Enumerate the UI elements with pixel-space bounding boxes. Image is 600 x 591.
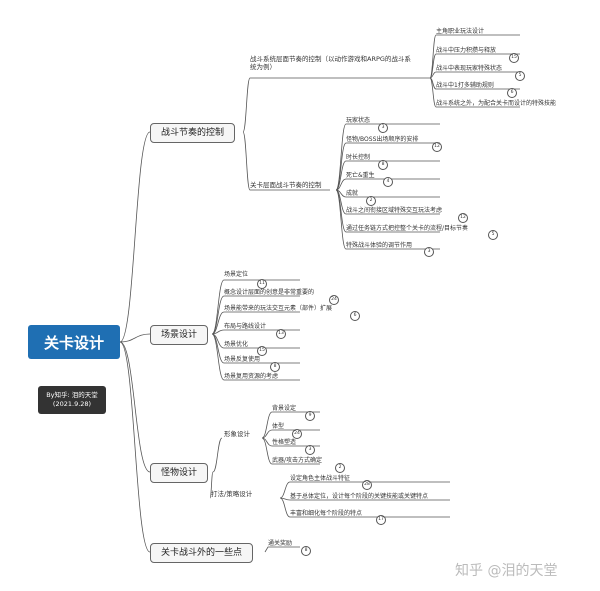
- author-line-2: (2021.9.28): [52, 400, 92, 408]
- author-line-1: By知乎: 泪的天堂: [46, 391, 98, 399]
- sub-label-line-1: 打法/策略设计: [211, 490, 253, 498]
- badge: 4: [383, 177, 393, 187]
- leaf-quest-chain-pacing[interactable]: 通过任务链方式把控整个关卡的流程/目标节奏: [346, 225, 469, 232]
- badge: 13: [276, 329, 286, 339]
- branch-label: 战斗节奏的控制: [161, 128, 225, 138]
- leaf-resource-reuse[interactable]: 场景复用资源的考虑: [224, 373, 279, 380]
- leaf-scene-reuse[interactable]: 场景反复使用: [224, 356, 261, 363]
- leaf-duration-control[interactable]: 时长控制: [346, 154, 371, 161]
- leaf-phase-details[interactable]: 丰富和细化每个阶段的特点: [290, 510, 363, 517]
- leaf-core-combat-traits[interactable]: 设定角色主体战斗特征: [290, 475, 351, 482]
- leaf-death-respawn[interactable]: 死亡&重生: [346, 172, 375, 179]
- sub-label-line-1: 形象设计: [224, 430, 250, 438]
- leaf-boss-order[interactable]: 怪物/BOSS出场顺序的安排: [346, 136, 419, 143]
- sub-level-rhythm[interactable]: 关卡层面战斗节奏的控制: [250, 181, 322, 189]
- root-node[interactable]: 关卡设计: [28, 325, 120, 359]
- badge: 5: [515, 71, 525, 81]
- leaf-personality[interactable]: 性格塑造: [272, 439, 297, 446]
- leaf-transition-area-play[interactable]: 战斗之间衔接区域特殊交互玩法考虑: [346, 207, 443, 214]
- leaf-interactive-elements[interactable]: 场景能带来的玩法交互元素（部件）扩展: [224, 305, 333, 312]
- badge: 9: [305, 411, 315, 421]
- sub-tactics-design[interactable]: 打法/策略设计: [211, 490, 252, 498]
- badge: 8: [378, 160, 388, 170]
- leaf-body-type[interactable]: 体型: [272, 423, 285, 430]
- branch-label: 怪物设计: [161, 468, 198, 478]
- sub-label-line-1: 战斗系统层面节奏的控制（以动作游戏和ARPG的战斗系: [250, 55, 411, 63]
- badge: 12: [458, 213, 468, 223]
- leaf-pressure-release[interactable]: 战斗中压力积攒与释放: [436, 47, 497, 54]
- leaf-one-vs-many-rules[interactable]: 战斗中1打多辅助规则: [436, 82, 494, 89]
- sub-combat-system-rhythm[interactable]: 战斗系统层面节奏的控制（以动作游戏和ARPG的战斗系 统为例）: [250, 55, 411, 71]
- leaf-player-special-state[interactable]: 战斗中表现玩家特殊状态: [436, 65, 503, 72]
- branch-label: 关卡战斗外的一些点: [161, 548, 243, 558]
- badge: 3: [424, 247, 434, 257]
- branch-scene-design[interactable]: 场景设计: [150, 325, 209, 345]
- watermark: 知乎 @泪的天堂: [455, 563, 558, 579]
- badge: 15: [257, 346, 267, 356]
- badge: 15: [509, 53, 519, 63]
- badge: 17: [376, 515, 386, 525]
- leaf-layout-route[interactable]: 布局与路线设计: [224, 323, 267, 330]
- leaf-background-setting[interactable]: 背景设定: [272, 405, 297, 412]
- badge: 6: [350, 311, 360, 321]
- sub-appearance-design[interactable]: 形象设计: [224, 430, 250, 438]
- leaf-scene-positioning[interactable]: 场景定位: [224, 271, 249, 278]
- badge: 24: [329, 295, 339, 305]
- badge: 8: [270, 362, 280, 372]
- badge: 2: [335, 463, 345, 473]
- leaf-scene-optimization[interactable]: 场景优化: [224, 341, 249, 348]
- author-badge: By知乎: 泪的天堂 (2021.9.28): [38, 386, 106, 414]
- leaf-clear-reward[interactable]: 通关奖励: [268, 540, 293, 547]
- badge: 8: [301, 546, 311, 556]
- branch-monster-design[interactable]: 怪物设计: [150, 463, 209, 483]
- branch-label: 场景设计: [161, 330, 198, 340]
- leaf-special-combat-experience[interactable]: 特殊战斗体验的调节作用: [346, 242, 413, 249]
- badge: 2: [366, 196, 376, 206]
- badge: 6: [507, 88, 517, 98]
- badge: 3: [378, 123, 388, 133]
- badge: 5: [488, 230, 498, 240]
- leaf-achievement[interactable]: 成就: [346, 190, 359, 197]
- sub-label-line-2: 统为例）: [250, 63, 276, 71]
- badge: 12: [432, 142, 442, 152]
- leaf-hero-class-design[interactable]: 主角职业玩法设计: [436, 28, 485, 35]
- badge: 24: [292, 429, 302, 439]
- badge: 11: [257, 279, 267, 289]
- leaf-phase-key-skills[interactable]: 基于总体定位，设计每个阶段的关键技能或关键特点: [290, 493, 429, 500]
- sub-label-line-1: 关卡层面战斗节奏的控制: [250, 181, 322, 189]
- root-label: 关卡设计: [43, 333, 104, 352]
- leaf-weapon-attack[interactable]: 武器/攻击方式确定: [272, 457, 323, 464]
- badge: 3: [305, 445, 315, 455]
- branch-non-combat-points[interactable]: 关卡战斗外的一些点: [150, 543, 254, 563]
- leaf-player-state[interactable]: 玩家状态: [346, 117, 371, 124]
- badge: 28: [362, 480, 372, 490]
- branch-battle-rhythm[interactable]: 战斗节奏的控制: [150, 123, 236, 143]
- leaf-concept-creativity[interactable]: 概念设计层面的创意是非常重要的: [224, 289, 315, 296]
- leaf-special-skills[interactable]: 战斗系统之外，为配合关卡而设计的特殊技能: [436, 100, 557, 107]
